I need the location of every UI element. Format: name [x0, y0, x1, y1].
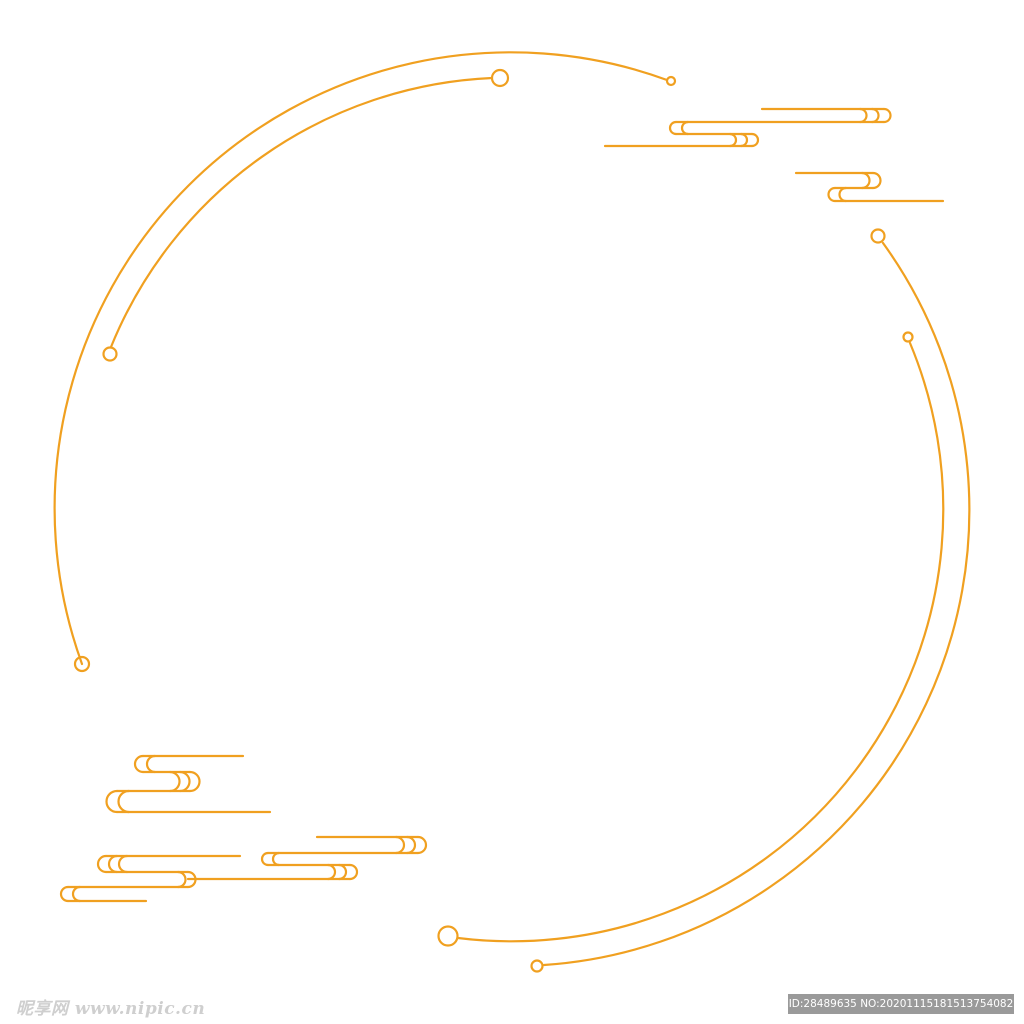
cloud-motif-bottom-left — [59, 754, 428, 903]
inner-ring-end-dot — [437, 925, 459, 947]
inner-ring-end-dot — [102, 346, 118, 362]
site-watermark: 昵享网 www.nipic.cn — [16, 999, 206, 1019]
outer-ring-end-dot — [665, 75, 677, 87]
cloud-motif-top-right — [603, 107, 945, 203]
outer-ring-end-dot — [870, 228, 886, 244]
inner-ring-arc-top — [109, 76, 494, 349]
outer-ring-arc-left — [53, 51, 669, 666]
inner-ring-end-dot — [902, 331, 914, 343]
outer-ring-arc-right — [542, 241, 971, 967]
outer-ring-end-dot — [73, 655, 91, 673]
image-id-badge: ID:28489635 NO:20201115181513754082 — [788, 994, 1014, 1014]
inner-ring-arc-right — [456, 341, 945, 943]
outer-ring-end-dot — [530, 959, 544, 973]
inner-ring-end-dot — [490, 68, 510, 88]
